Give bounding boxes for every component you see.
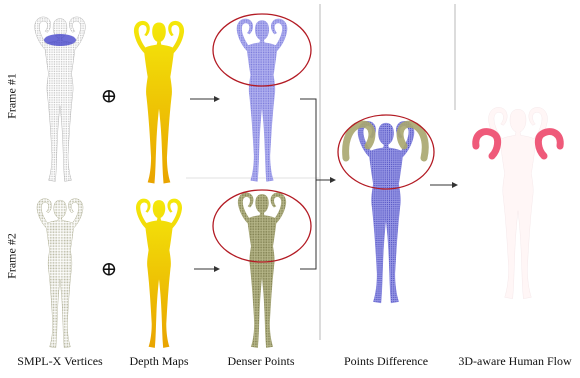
plus-operator-frame-2: ⊕ xyxy=(101,257,118,282)
caption-points-difference: Points Difference xyxy=(344,354,428,369)
depth-map-frame-1 xyxy=(134,21,184,184)
smplx-hands-highlight-frame-1 xyxy=(44,34,76,46)
human-flow-right-arm xyxy=(538,132,560,156)
plus-operator-frame-1: ⊕ xyxy=(101,84,118,109)
smplx-vertices-frame-2 xyxy=(37,199,83,348)
caption-smplx-vertices: SMPL-X Vertices xyxy=(17,354,102,369)
arrowhead-difference-to-flow xyxy=(452,182,458,188)
arrow-frame-1-to-difference xyxy=(300,99,334,180)
denser-points-frame-1 xyxy=(237,19,287,182)
depth-map-frame-2 xyxy=(136,199,182,348)
arrowhead-depth-to-denser-frame-1 xyxy=(214,96,220,102)
denser-points-frame-2 xyxy=(238,193,286,348)
arrow-frame-2-to-difference xyxy=(300,180,316,269)
caption-human-flow: 3D-aware Human Flow xyxy=(458,354,571,369)
caption-depth-maps: Depth Maps xyxy=(130,354,189,369)
arrowhead-to-difference xyxy=(330,177,336,183)
frame-2-label: Frame #2 xyxy=(5,233,20,279)
frame-1-label: Frame #1 xyxy=(5,73,20,119)
arrowhead-depth-to-denser-frame-2 xyxy=(214,266,220,272)
caption-denser-points: Denser Points xyxy=(228,354,295,369)
human-flow-left-arm xyxy=(476,132,498,156)
